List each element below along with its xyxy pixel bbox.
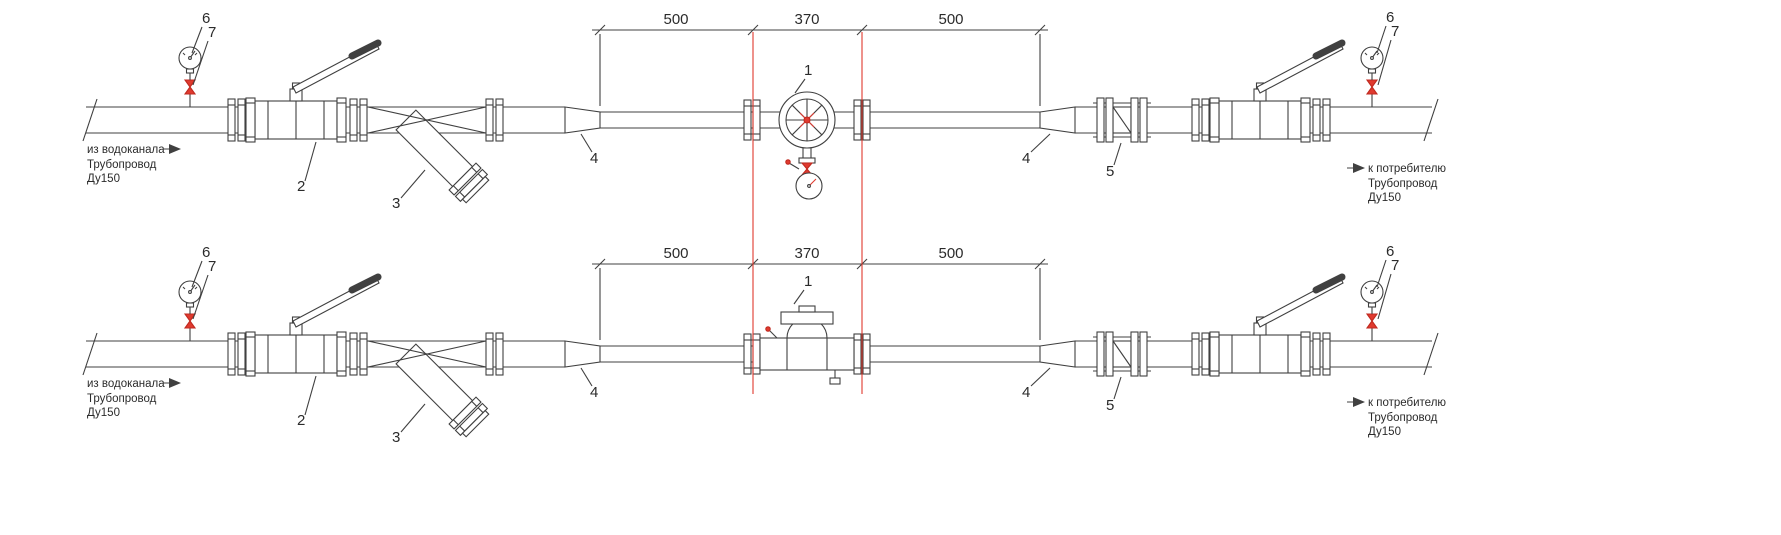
reducer-right — [1039, 340, 1076, 368]
callout-6: 6 — [1386, 9, 1394, 26]
outlet-label-1: к потребителю — [1368, 397, 1446, 409]
flange-pair — [485, 98, 504, 142]
flange-pair — [227, 332, 246, 376]
dim-370: 370 — [794, 245, 819, 262]
dim-500-left: 500 — [663, 245, 688, 262]
callout-6: 6 — [1386, 243, 1394, 260]
callout-4: 4 — [590, 384, 598, 401]
dismantling-spool — [1092, 97, 1152, 143]
outlet-label-3: Ду150 — [1368, 426, 1401, 438]
y-strainer — [367, 340, 492, 440]
callout-2: 2 — [297, 412, 305, 429]
callout-1: 1 — [804, 273, 812, 290]
flange-pair — [227, 98, 246, 142]
inlet-label-3: Ду150 — [87, 407, 120, 419]
pressure-gauge-right — [1360, 280, 1384, 342]
callout-3: 3 — [392, 429, 400, 446]
inlet-label-3: Ду150 — [87, 173, 120, 185]
pipeline-row-bottom: 500 370 500 1 2 3 4 4 5 6 7 6 7 — [82, 243, 1446, 446]
callout-7: 7 — [208, 258, 216, 275]
pipe-break-left — [82, 332, 98, 376]
flange-pair — [349, 332, 368, 376]
flange-pair — [1312, 332, 1331, 376]
dim-500-left: 500 — [663, 11, 688, 28]
pipeline-row-top: 500 370 500 1 2 3 4 4 5 6 7 6 7 — [82, 9, 1446, 212]
inlet-label-1: из водоканала — [87, 144, 165, 156]
flow-labels: из водоканала Трубопровод Ду150 к потреб… — [87, 144, 1446, 204]
reducer-left — [564, 106, 601, 134]
inlet-label-1: из водоканала — [87, 378, 165, 390]
flange-pair — [349, 98, 368, 142]
ball-valve-inlet — [246, 277, 379, 376]
y-strainer — [367, 106, 492, 206]
dim-370: 370 — [794, 11, 819, 28]
outlet-label-1: к потребителю — [1368, 163, 1446, 175]
water-meter — [743, 91, 871, 200]
callout-3: 3 — [392, 195, 400, 212]
flow-labels: из водоканала Трубопровод Ду150 к потреб… — [87, 378, 1446, 438]
callouts: 1 2 3 4 4 5 6 7 6 7 — [191, 9, 1399, 212]
callout-5: 5 — [1106, 163, 1114, 180]
flange-pair — [1191, 98, 1210, 142]
callout-4: 4 — [590, 150, 598, 167]
pipe-break-right — [1423, 332, 1439, 376]
callout-4: 4 — [1022, 150, 1030, 167]
dimension-lines: 500 370 500 — [592, 11, 1048, 106]
flange-pair — [1191, 332, 1210, 376]
outlet-label-2: Трубопровод — [1368, 412, 1438, 424]
reducer-right — [1039, 106, 1076, 134]
flange-pair — [1312, 98, 1331, 142]
pipe-break-right — [1423, 98, 1439, 142]
callouts: 1 2 3 4 4 5 6 7 6 7 — [191, 243, 1399, 446]
callout-1: 1 — [804, 62, 812, 79]
water-meter — [743, 305, 871, 385]
pressure-gauge-left — [178, 280, 202, 342]
callout-6: 6 — [202, 244, 210, 261]
outlet-label-3: Ду150 — [1368, 192, 1401, 204]
callout-7: 7 — [208, 24, 216, 41]
pressure-gauge-right — [1360, 46, 1384, 108]
dimension-lines: 500 370 500 — [592, 245, 1048, 340]
dismantling-spool — [1092, 331, 1152, 377]
callout-5: 5 — [1106, 397, 1114, 414]
pressure-gauge-left — [178, 46, 202, 108]
dim-500-right: 500 — [938, 245, 963, 262]
ball-valve-inlet — [246, 43, 379, 142]
dim-500-right: 500 — [938, 11, 963, 28]
callout-6: 6 — [202, 10, 210, 27]
pipe-break-left — [82, 98, 98, 142]
inlet-label-2: Трубопровод — [87, 393, 157, 405]
callout-4: 4 — [1022, 384, 1030, 401]
flange-pair — [485, 332, 504, 376]
callout-2: 2 — [297, 178, 305, 195]
outlet-label-2: Трубопровод — [1368, 178, 1438, 190]
callout-7: 7 — [1391, 23, 1399, 40]
reducer-left — [564, 340, 601, 368]
inlet-label-2: Трубопровод — [87, 159, 157, 171]
callout-7: 7 — [1391, 257, 1399, 274]
